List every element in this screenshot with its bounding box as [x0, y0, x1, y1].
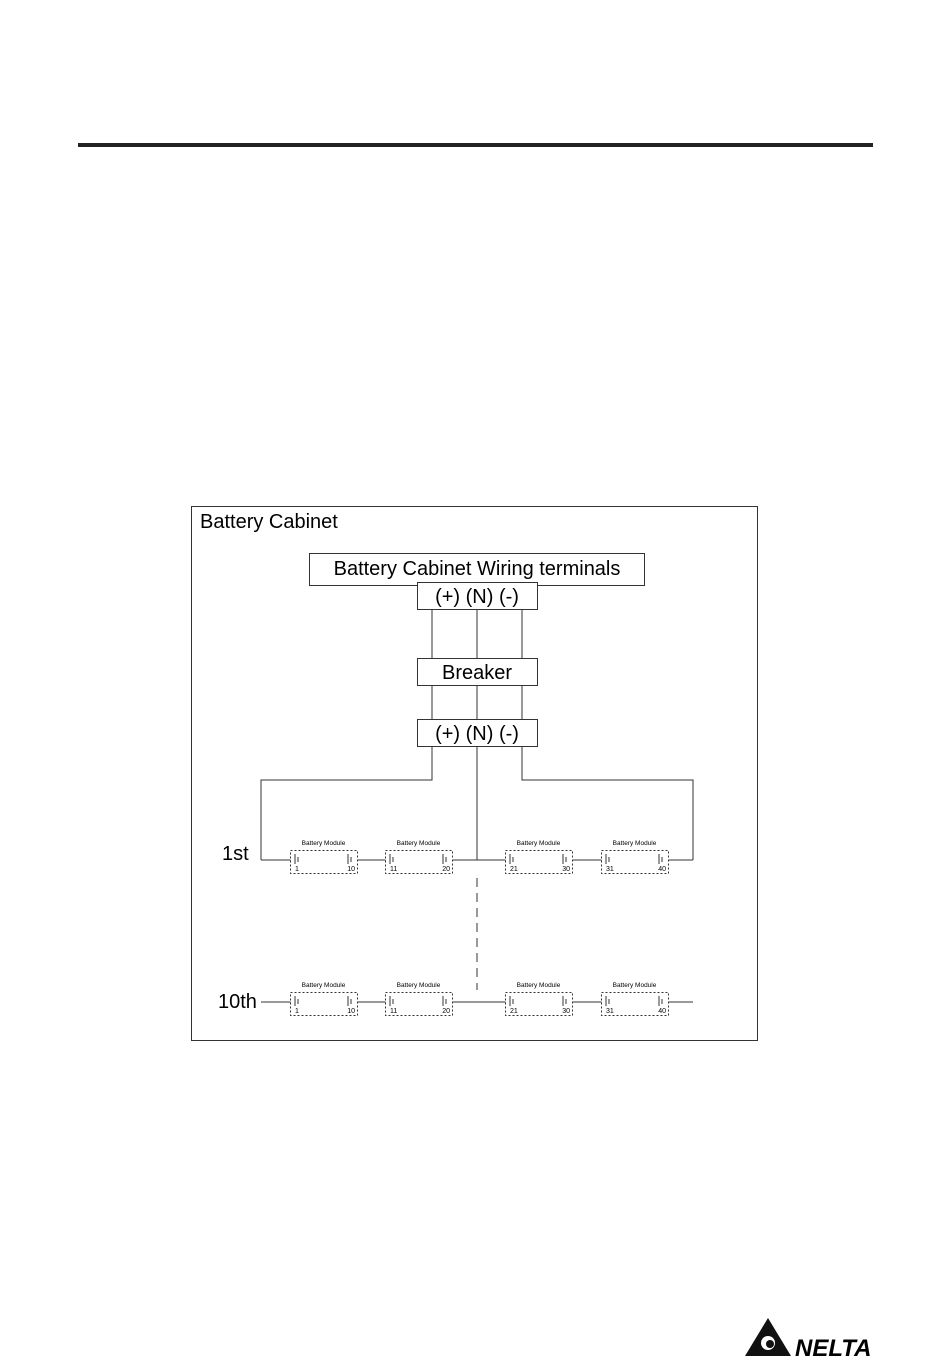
battery-module-title: Battery Module	[397, 982, 441, 989]
battery-module-end: 30	[562, 1008, 570, 1015]
battery-module-title: Battery Module	[517, 982, 561, 989]
battery-module-end: 20	[442, 866, 450, 873]
cabinet-title: Battery Cabinet	[200, 511, 338, 533]
battery-module-end: 40	[658, 1008, 666, 1015]
battery-module-title: Battery Module	[613, 840, 657, 847]
battery-module-end: 10	[347, 1008, 355, 1015]
battery-module-end: 20	[442, 1008, 450, 1015]
battery-module-title: Battery Module	[517, 840, 561, 847]
terminal-top-label: (+) (N) (-)	[435, 586, 519, 608]
battery-module-title: Battery Module	[302, 982, 346, 989]
breaker-label: Breaker	[442, 662, 512, 684]
battery-module-start: 21	[510, 866, 518, 873]
battery-module-start: 11	[390, 866, 397, 873]
wiring-terminals-label: Battery Cabinet Wiring terminals	[334, 558, 621, 580]
battery-module-title: Battery Module	[302, 840, 346, 847]
logo-text: NELTA	[795, 1335, 871, 1362]
battery-module-title: Battery Module	[397, 840, 441, 847]
row-label: 1st	[222, 843, 249, 865]
battery-module-end: 30	[562, 866, 570, 873]
terminal-bottom-label: (+) (N) (-)	[435, 723, 519, 745]
battery-module-start: 11	[390, 1008, 397, 1015]
battery-module-start: 31	[606, 866, 614, 873]
battery-module-start: 1	[295, 866, 299, 873]
battery-module-end: 10	[347, 866, 355, 873]
battery-module-start: 21	[510, 1008, 518, 1015]
battery-module-title: Battery Module	[613, 982, 657, 989]
battery-module-start: 1	[295, 1008, 299, 1015]
battery-module-start: 31	[606, 1008, 614, 1015]
battery-module-end: 40	[658, 866, 666, 873]
delta-logo: NELTA	[745, 1318, 871, 1362]
row-label: 10th	[218, 991, 257, 1013]
